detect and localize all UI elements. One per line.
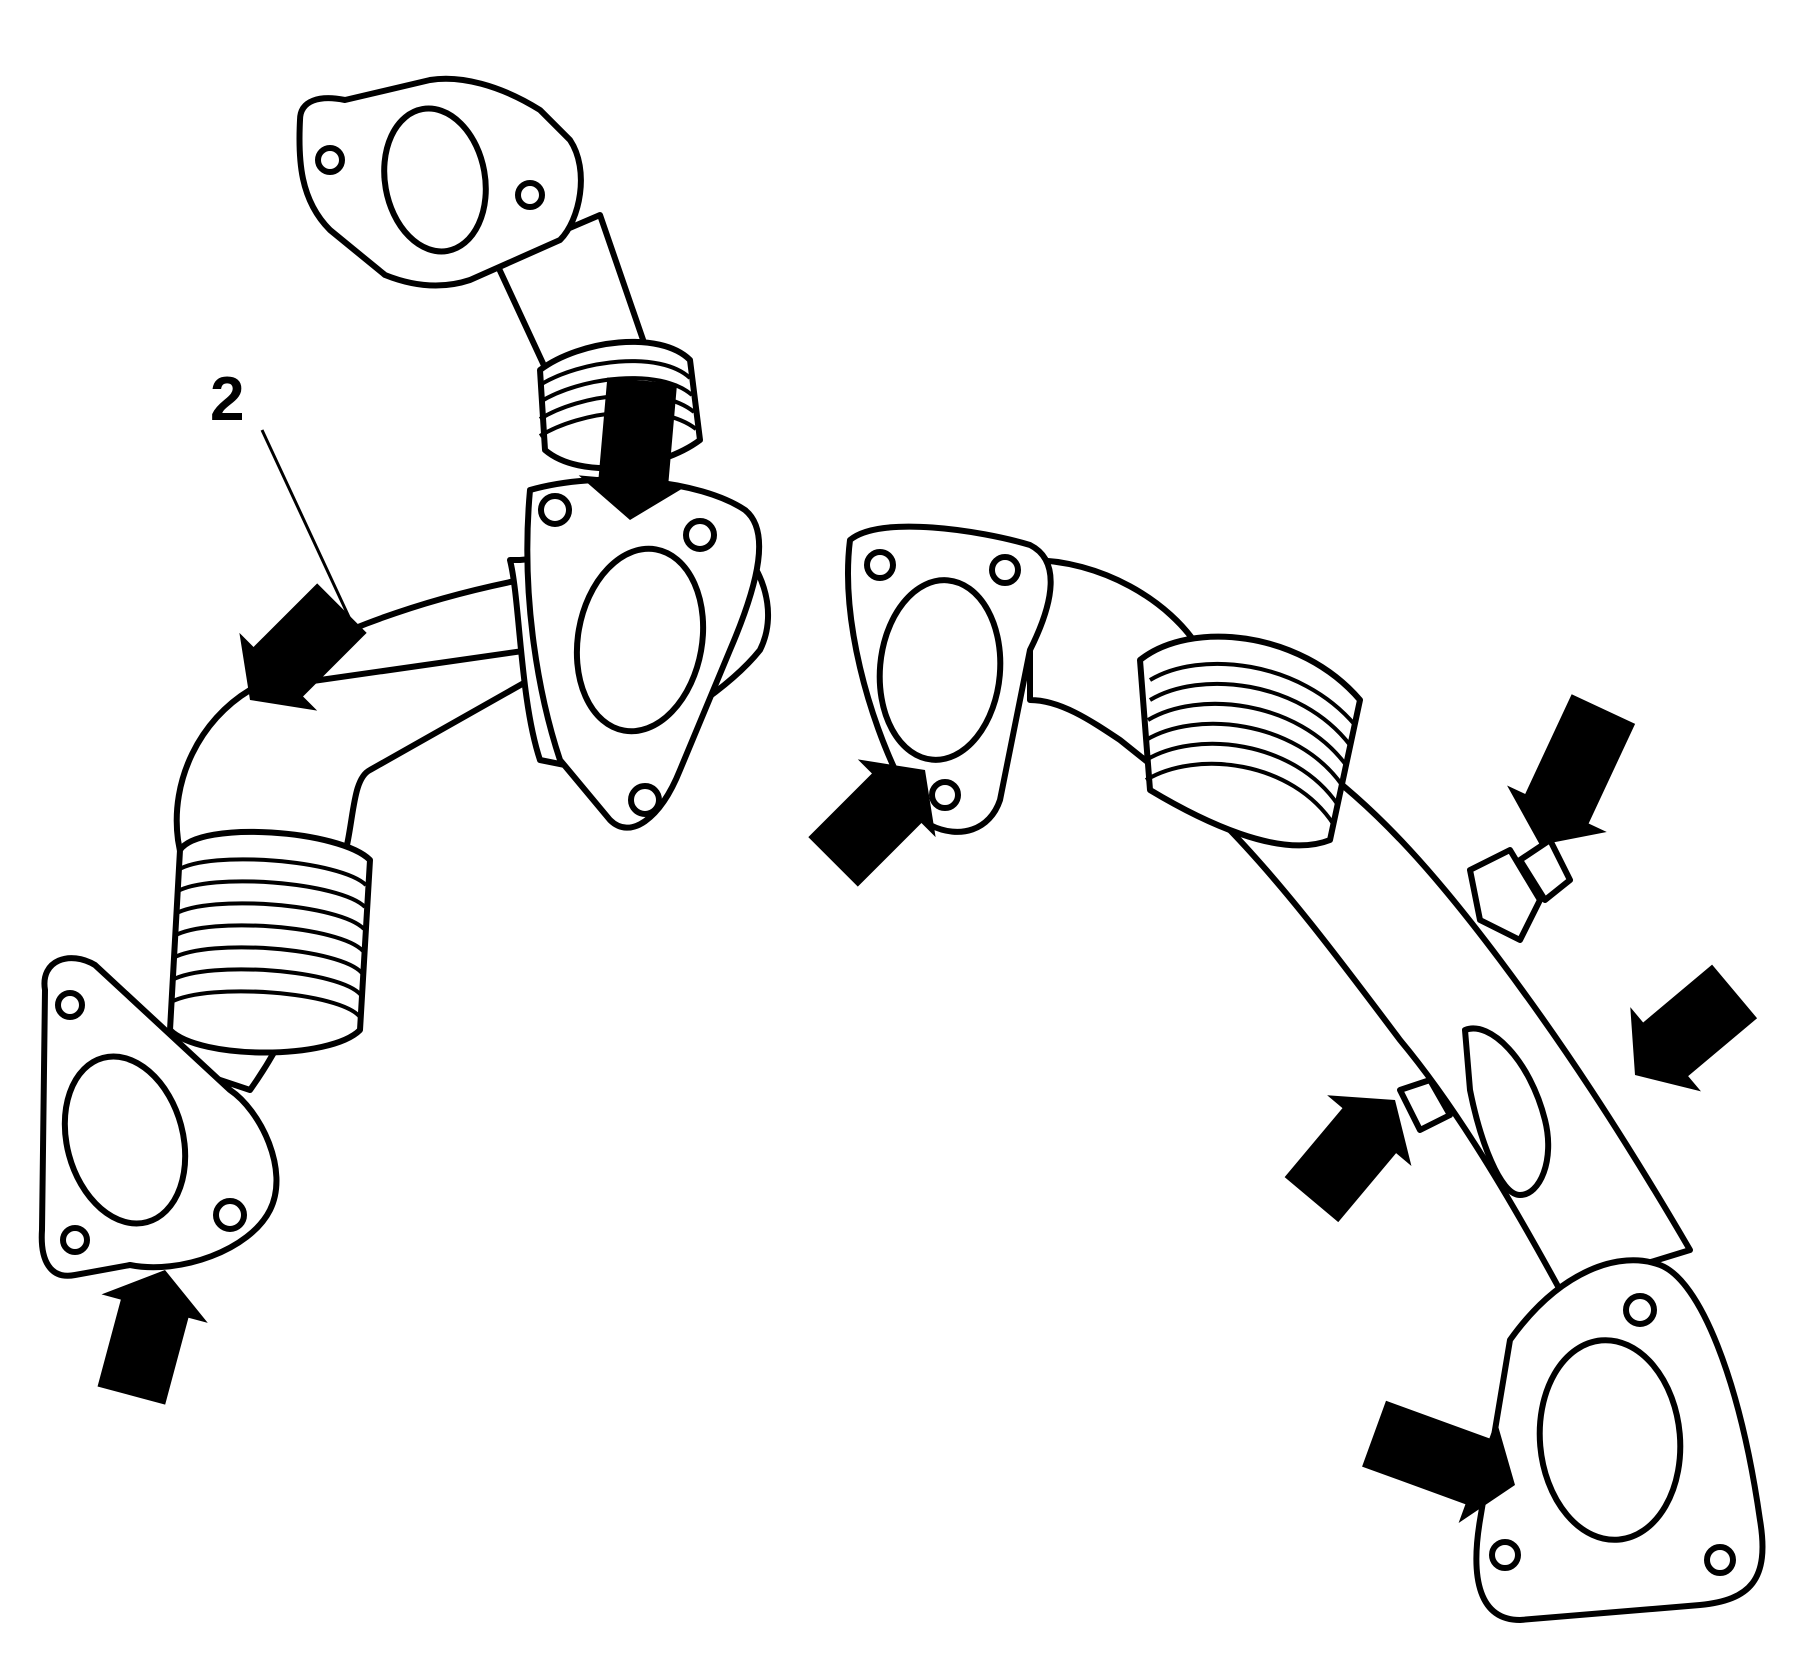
right-pipe-clip-lower: [1397, 1077, 1453, 1133]
arrow-icon: [1507, 694, 1636, 845]
arrow-icon: [808, 759, 936, 887]
arrows: [97, 377, 1758, 1524]
arrow-icon: [1284, 1095, 1412, 1223]
right-pipe-clip-upper: [1467, 837, 1573, 943]
right-pipe-slot: [1462, 1025, 1552, 1198]
callout-2-leader: [260, 429, 357, 631]
callout-2-label: 2: [210, 365, 244, 434]
left-top-flange: [296, 75, 584, 289]
right-lower-flange: [1473, 1257, 1766, 1623]
left-flex-bellows: [167, 828, 373, 1056]
right-upper-flange: [845, 523, 1054, 835]
right-flex-bellows: [1137, 633, 1363, 849]
right-crossover-pipe: [845, 523, 1766, 1623]
left-crossover-pipe: 2: [38, 75, 771, 1279]
arrow-icon: [239, 583, 367, 711]
arrow-icon: [97, 1270, 208, 1405]
left-center-flange: [507, 476, 771, 831]
arrow-icon: [1362, 1400, 1515, 1524]
left-lower-flange: [38, 955, 280, 1279]
arrow-icon: [578, 377, 689, 520]
arrow-icon: [1630, 964, 1758, 1092]
